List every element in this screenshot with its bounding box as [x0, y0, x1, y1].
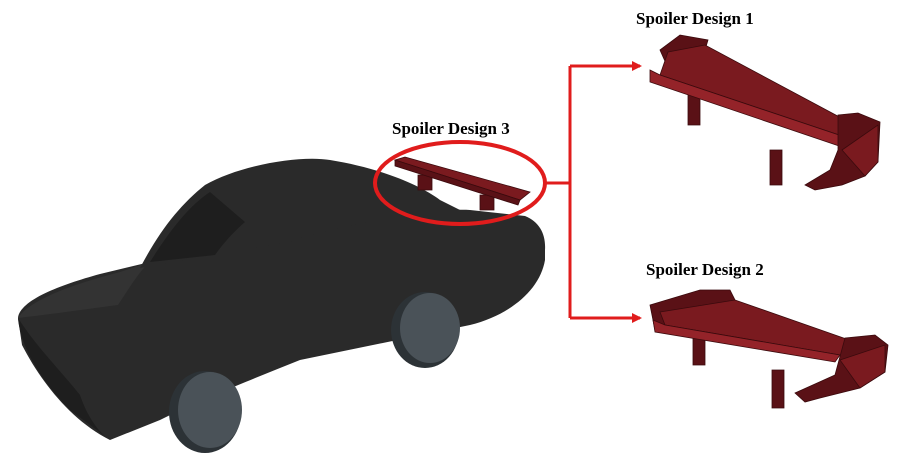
label-spoiler-design-1: Spoiler Design 1 — [636, 9, 754, 28]
spoiler-design-2 — [649, 289, 889, 409]
car-rear-deck — [300, 209, 546, 250]
connector-arrows — [545, 61, 642, 323]
car-roof-shade — [150, 192, 245, 262]
car-lower-body — [18, 220, 545, 440]
label-spoiler-design-2: Spoiler Design 2 — [646, 260, 764, 279]
spoiler-3-wing-edge — [394, 159, 521, 206]
rear-wheel — [391, 292, 460, 368]
car-hood — [18, 262, 150, 318]
spoiler-design-3 — [393, 156, 531, 211]
car-front-face — [18, 318, 110, 440]
spoiler-design-1 — [649, 34, 881, 191]
front-wheel — [169, 371, 242, 453]
spoiler-3-post-right — [479, 194, 495, 211]
car — [18, 158, 546, 453]
label-spoiler-design-3: Spoiler Design 3 — [392, 119, 510, 138]
